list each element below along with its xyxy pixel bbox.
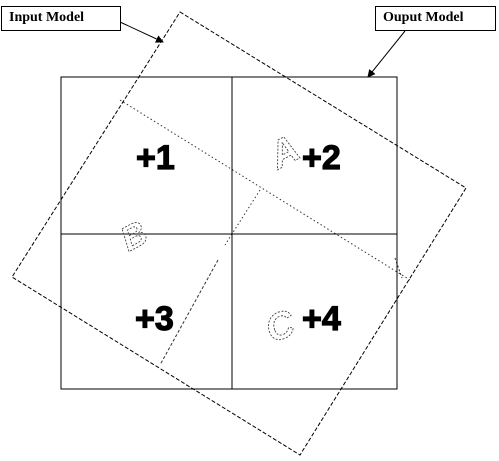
model-outline: [11, 11, 467, 456]
model-letter-a: A: [262, 127, 307, 177]
quadrant-label-2: +2: [302, 139, 341, 177]
input-model-callout: Input Model: [1, 6, 121, 31]
output-model-label: Ouput Model: [383, 10, 464, 25]
model-letter-c: C: [260, 302, 301, 351]
model-guide-line-1: [119, 99, 411, 281]
quadrant-label-1: +1: [136, 139, 175, 177]
output-leader-arrow: [367, 30, 406, 78]
input-model-label: Input Model: [9, 10, 85, 25]
input-leader-arrow: [119, 21, 164, 43]
model-guide-line-4: [394, 257, 403, 279]
quadrant-label-4: +4: [302, 300, 341, 338]
output-model-callout: Ouput Model: [375, 6, 496, 31]
quadrant-label-3: +3: [135, 300, 174, 338]
model-guide-line-2: [224, 189, 261, 246]
model-letter-b: B: [114, 214, 154, 259]
grid-frame: [60, 76, 398, 390]
